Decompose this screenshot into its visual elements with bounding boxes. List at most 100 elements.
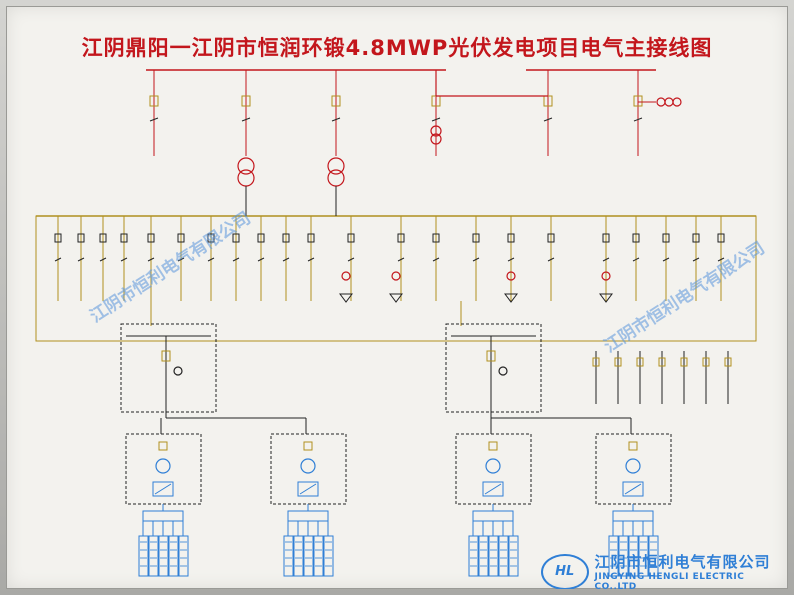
branch-breaker-5 [177,233,185,243]
branch-switch-15 [507,257,515,262]
inverter-0 [152,481,174,497]
branch-breaker-4 [147,233,155,243]
pv-string-1-2 [303,535,314,577]
inverter-box-3 [595,433,672,505]
pv-string-3-1 [618,535,629,577]
out-breaker-3 [658,357,666,367]
inv-transformer-0 [155,458,171,474]
cap-symbol-2 [504,293,518,303]
breaker-10kv-0 [149,95,159,107]
branch-switch-17 [602,257,610,262]
dc-cabinet-0 [142,510,184,522]
transformer-bottom-0 [237,169,255,187]
inverter-diag-1 [299,483,317,495]
pt-small-a [656,97,666,107]
out-breaker-6 [724,357,732,367]
branch-breaker-21 [717,233,725,243]
page-title: 江阴鼎阳一江阴市恒润环锻4.8MWP光伏发电项目电气主接线图 [81,36,713,60]
branch-switch-0 [54,257,62,262]
branch-breaker-16 [547,233,555,243]
breaker-10kv-1 [241,95,251,107]
inverter-2 [482,481,504,497]
m-breaker-1 [486,350,496,362]
branch-breaker-17 [602,233,610,243]
pv-string-3-0 [608,535,619,577]
pt-circle-b [430,133,442,145]
inverter-box-0 [125,433,202,505]
out-breaker-1 [614,357,622,367]
logo-text: 江阴市恒利电气有限公司 JINGYING HENGLI ELECTRIC CO.… [595,551,789,589]
branch-switch-1 [77,257,85,262]
inv-breaker-1 [303,441,313,451]
pt-small-c [672,97,682,107]
branch-breaker-11 [347,233,355,243]
pv-string-2-4 [508,535,519,577]
diagram-board: 江阴鼎阳一江阴市恒润环锻4.8MWP光伏发电项目电气主接线图 江阴市恒利电气有限… [6,6,788,589]
cap-bank-3 [601,271,611,281]
company-logo: HL 江阴市恒利电气有限公司 JINGYING HENGLI ELECTRIC … [541,551,788,589]
pt-circle-a [430,125,442,137]
logo-company-english: JINGYING HENGLI ELECTRIC CO.,LTD [594,572,745,589]
m-ct-0 [173,366,183,376]
pv-string-3-2 [628,535,639,577]
disconnector-10kv-0 [149,117,159,122]
single-line-diagram [35,69,757,577]
pv-string-2-1 [478,535,489,577]
transformer-bottom-1 [327,169,345,187]
pv-string-1-4 [323,535,334,577]
out-breaker-4 [680,357,688,367]
branch-switch-21 [717,257,725,262]
logo-badge: HL [541,553,589,589]
pv-string-3-4 [648,535,659,577]
inverter-1 [297,481,319,497]
branch-switch-6 [207,257,215,262]
branch-breaker-9 [282,233,290,243]
branch-breaker-3 [120,233,128,243]
pv-string-0-0 [138,535,149,577]
cap-bank-0 [341,271,351,281]
out-breaker-2 [636,357,644,367]
branch-switch-14 [472,257,480,262]
pv-string-1-0 [283,535,294,577]
dc-cabinet-3 [612,510,654,522]
branch-switch-18 [632,257,640,262]
branch-switch-10 [307,257,315,262]
branch-switch-12 [397,257,405,262]
branch-switch-2 [99,257,107,262]
inverter-box-2 [455,433,532,505]
branch-switch-20 [692,257,700,262]
branch-breaker-0 [54,233,62,243]
inverter-diag-3 [624,483,642,495]
branch-switch-19 [662,257,670,262]
pv-string-2-3 [498,535,509,577]
breaker-10kv-2 [331,95,341,107]
inverter-diag-2 [484,483,502,495]
pv-string-2-0 [468,535,479,577]
branch-breaker-18 [632,233,640,243]
branch-switch-11 [347,257,355,262]
disconnector-10kv-3 [431,117,441,122]
branch-breaker-14 [472,233,480,243]
inverter-diag-0 [154,483,172,495]
transformer-top-0 [237,157,255,175]
pt-small-b [664,97,674,107]
out-breaker-0 [592,357,600,367]
branch-breaker-20 [692,233,700,243]
cap-symbol-0 [339,293,353,303]
out-breaker-5 [702,357,710,367]
inverter-3 [622,481,644,497]
pv-string-1-3 [313,535,324,577]
disconnector-10kv-2 [331,117,341,122]
inv-transformer-2 [485,458,501,474]
breaker-10kv-5 [633,95,643,107]
disconnector-10kv-4 [543,117,553,122]
m-breaker-0 [161,350,171,362]
branch-breaker-10 [307,233,315,243]
pv-string-0-4 [178,535,189,577]
metering-cabinet-1 [120,323,217,413]
cap-bank-1 [391,271,401,281]
inv-breaker-3 [628,441,638,451]
inverter-box-1 [270,433,347,505]
pv-string-0-1 [148,535,159,577]
